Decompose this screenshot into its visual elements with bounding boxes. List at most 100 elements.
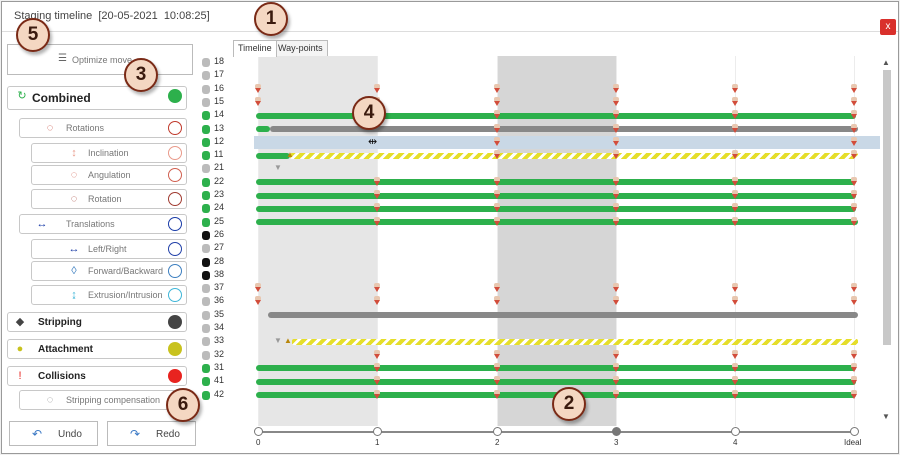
movement-row-rotation[interactable]: ◌Rotation (31, 189, 187, 209)
vertical-scrollbar[interactable]: ▲ ▼ (881, 56, 893, 426)
waypoint-marker[interactable] (731, 176, 739, 187)
waypoint-marker[interactable] (493, 216, 501, 227)
timeline-grid[interactable]: ▼▲▼▲⇹ (254, 56, 880, 426)
movement-bar[interactable] (256, 205, 856, 212)
movement-bar[interactable] (256, 365, 856, 372)
movement-row-attachment[interactable]: ●Attachment (7, 339, 187, 359)
waypoint-marker[interactable] (731, 110, 739, 120)
waypoint-marker[interactable] (850, 136, 858, 147)
movement-color-toggle[interactable] (168, 121, 182, 135)
waypoint-marker[interactable] (850, 176, 858, 187)
movement-color-toggle[interactable] (168, 217, 182, 231)
movement-color-toggle[interactable] (168, 89, 182, 103)
tooth-row-33[interactable]: 33 (198, 335, 254, 348)
waypoint-marker[interactable] (731, 283, 739, 293)
movement-color-toggle[interactable] (168, 192, 182, 206)
scroll-up-icon[interactable]: ▲ (882, 58, 890, 67)
stage-node-4[interactable] (731, 427, 740, 436)
movement-row-stripping-compensation[interactable]: ◌Stripping compensation (19, 390, 187, 410)
waypoint-marker[interactable] (612, 123, 620, 134)
tooth-row-37[interactable]: 37 (198, 282, 254, 295)
waypoint-marker[interactable] (850, 376, 858, 386)
waypoint-marker[interactable] (373, 349, 381, 360)
waypoint-marker[interactable] (731, 362, 739, 373)
waypoint-marker[interactable] (731, 376, 739, 386)
stage-node-2[interactable] (493, 427, 502, 436)
movement-color-toggle[interactable] (168, 342, 182, 356)
waypoint-marker[interactable] (493, 296, 501, 306)
movement-row-collisions[interactable]: !Collisions (7, 366, 187, 386)
waypoint-marker[interactable] (612, 362, 620, 373)
stage-node-1[interactable] (373, 427, 382, 436)
tooth-row-25[interactable]: 25 (198, 216, 254, 229)
movement-color-toggle[interactable] (168, 264, 182, 278)
waypoint-marker[interactable] (612, 150, 620, 160)
waypoint-marker[interactable] (850, 283, 858, 293)
movement-bar[interactable] (256, 378, 856, 385)
waypoint-marker[interactable] (612, 389, 620, 400)
waypoint-marker[interactable] (493, 123, 501, 134)
waypoint-marker[interactable] (373, 216, 381, 227)
tab-timeline[interactable]: Timeline (233, 40, 277, 57)
movement-row-forward-backward[interactable]: ◊Forward/Backward (31, 261, 187, 281)
redo-button[interactable]: ↷ Redo (107, 421, 196, 446)
tooth-row-11[interactable]: 11 (198, 149, 254, 162)
movement-row-left-right[interactable]: ↔Left/Right (31, 239, 187, 259)
movement-row-inclination[interactable]: ↕Inclination (31, 143, 187, 163)
movement-row-stripping[interactable]: ◆Stripping (7, 312, 187, 332)
tooth-row-36[interactable]: 36 (198, 295, 254, 308)
waypoint-marker[interactable] (612, 176, 620, 187)
waypoint-marker[interactable] (731, 349, 739, 360)
tooth-row-31[interactable]: 31 (198, 362, 254, 375)
movement-bar[interactable] (256, 152, 290, 159)
scrollbar-thumb[interactable] (883, 70, 891, 345)
waypoint-marker[interactable] (493, 362, 501, 373)
tooth-row-17[interactable]: 17 (198, 69, 254, 82)
waypoint-marker[interactable] (373, 176, 381, 187)
tooth-row-23[interactable]: 23 (198, 189, 254, 202)
waypoint-marker[interactable] (493, 389, 501, 400)
waypoint-marker[interactable] (731, 83, 739, 94)
waypoint-marker[interactable] (850, 203, 858, 213)
movement-color-toggle[interactable] (168, 146, 182, 160)
tooth-row-27[interactable]: 27 (198, 242, 254, 255)
waypoint-marker[interactable] (493, 376, 501, 386)
waypoint-marker[interactable] (493, 283, 501, 293)
waypoint-marker[interactable] (850, 389, 858, 400)
waypoint-marker[interactable] (612, 376, 620, 386)
waypoint-marker[interactable] (850, 96, 858, 107)
waypoint-marker[interactable] (850, 150, 858, 160)
movement-bar[interactable] (256, 179, 856, 186)
tooth-row-42[interactable]: 42 (198, 389, 254, 402)
stage-node-0[interactable] (254, 427, 263, 436)
attachment-bar[interactable] (292, 338, 858, 345)
tab-way-points[interactable]: Way-points (273, 40, 328, 56)
movement-row-combined[interactable]: ↻Combined (7, 86, 187, 110)
stage-node-3[interactable] (612, 427, 621, 436)
waypoint-marker[interactable] (493, 83, 501, 94)
waypoint-marker[interactable] (612, 96, 620, 107)
waypoint-marker[interactable] (373, 190, 381, 200)
waypoint-marker[interactable] (731, 123, 739, 134)
tooth-row-41[interactable]: 41 (198, 375, 254, 388)
tooth-row-28[interactable]: 28 (198, 256, 254, 269)
waypoint-marker[interactable] (731, 150, 739, 160)
movement-row-angulation[interactable]: ◌Angulation (31, 165, 187, 185)
waypoint-marker[interactable] (850, 110, 858, 120)
waypoint-marker[interactable] (612, 349, 620, 360)
waypoint-marker[interactable] (373, 376, 381, 386)
movement-color-toggle[interactable] (168, 242, 182, 256)
tooth-row-26[interactable]: 26 (198, 229, 254, 242)
waypoint-marker[interactable] (850, 83, 858, 94)
waypoint-marker[interactable] (254, 83, 262, 94)
movement-row-rotations[interactable]: ◌Rotations (19, 118, 187, 138)
waypoint-marker[interactable] (493, 150, 501, 160)
tooth-row-18[interactable]: 18 (198, 56, 254, 69)
waypoint-marker[interactable] (493, 203, 501, 213)
tooth-row-38[interactable]: 38 (198, 269, 254, 282)
waypoint-marker[interactable] (612, 203, 620, 213)
waypoint-marker[interactable] (373, 389, 381, 400)
close-button[interactable]: x (880, 19, 896, 35)
waypoint-marker[interactable] (850, 296, 858, 306)
